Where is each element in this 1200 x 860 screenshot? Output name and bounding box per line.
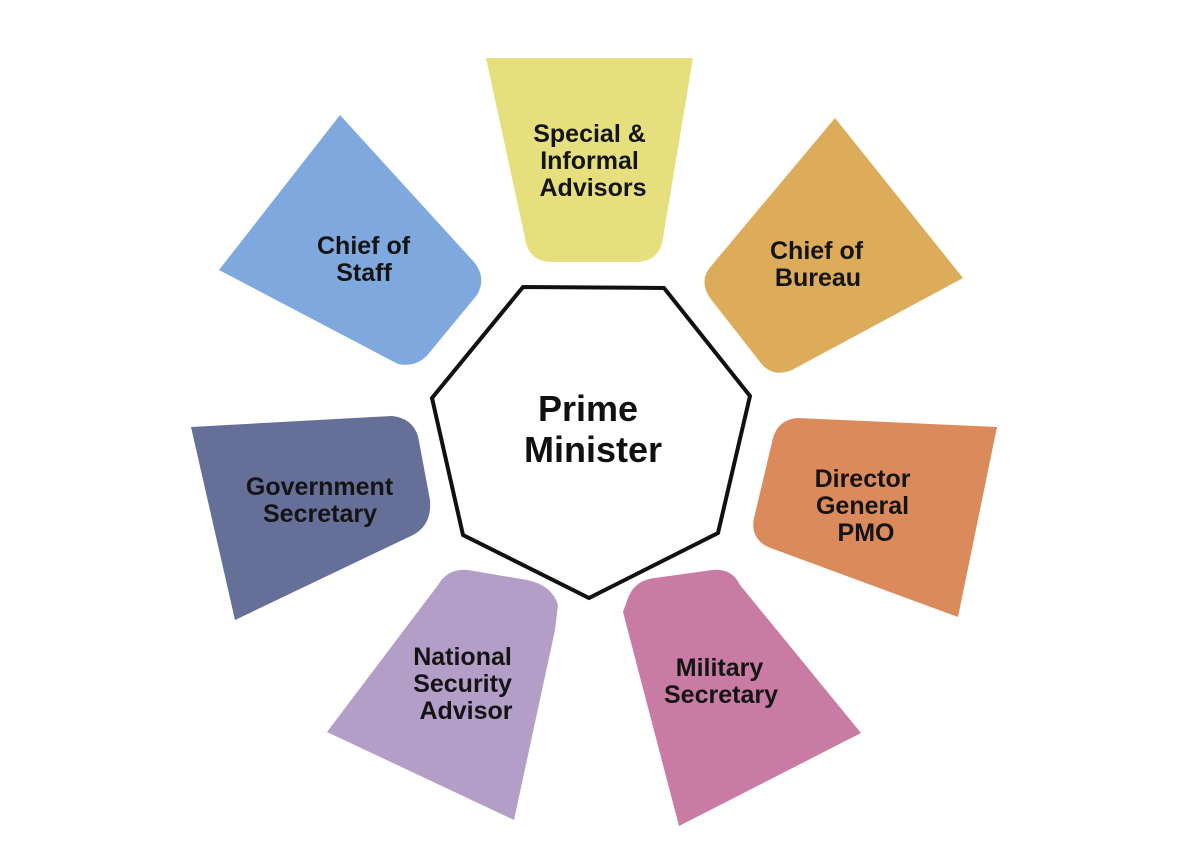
node-label-line: Government bbox=[246, 473, 394, 501]
node-shape bbox=[486, 58, 693, 262]
node-label: Chief of Bureau bbox=[770, 237, 870, 292]
node-chief-of-bureau: Chief of Bureau bbox=[704, 118, 963, 373]
node-director-general-pmo: Director General PMO bbox=[753, 418, 997, 617]
center-prime-minister: Prime Minister bbox=[429, 284, 753, 601]
node-label: Director General PMO bbox=[815, 465, 918, 547]
node-shape bbox=[623, 569, 861, 826]
node-label: Military Secretary bbox=[664, 654, 778, 709]
node-national-security-advisor: National Security Advisor bbox=[327, 569, 558, 820]
node-label: Chief of Staff bbox=[317, 232, 417, 287]
node-shape bbox=[327, 569, 558, 820]
node-label-line: General bbox=[816, 492, 909, 520]
node-military-secretary: Military Secretary bbox=[623, 569, 861, 826]
node-label-line: Bureau bbox=[775, 264, 861, 292]
node-government-secretary: Government Secretary bbox=[191, 416, 431, 620]
node-label-line: Secretary bbox=[664, 681, 778, 709]
node-shape bbox=[219, 115, 482, 365]
node-shape bbox=[753, 418, 997, 617]
node-label-line: National bbox=[413, 643, 512, 671]
center-label-line: Prime bbox=[538, 388, 638, 429]
node-label-line: Advisor bbox=[419, 697, 512, 725]
node-label-line: Informal bbox=[540, 147, 639, 175]
node-label-line: Chief of bbox=[770, 237, 864, 265]
node-label-line: Advisors bbox=[540, 174, 647, 202]
node-label-line: Chief of bbox=[317, 232, 411, 260]
node-shape bbox=[191, 416, 431, 620]
node-label-line: Secretary bbox=[263, 500, 377, 528]
node-label-line: Security bbox=[413, 670, 512, 698]
node-special-informal-advisors: Special & Informal Advisors bbox=[486, 58, 693, 262]
node-label: Special & Informal Advisors bbox=[533, 120, 653, 202]
center-label: Prime Minister bbox=[524, 388, 662, 470]
node-label-line: PMO bbox=[838, 519, 895, 547]
node-label-line: Special & bbox=[533, 120, 646, 148]
node-label: Government Secretary bbox=[246, 473, 400, 528]
node-chief-of-staff: Chief of Staff bbox=[219, 115, 482, 365]
node-label-line: Military bbox=[676, 654, 764, 682]
node-label-line: Staff bbox=[336, 259, 392, 287]
center-heptagon bbox=[429, 284, 753, 601]
node-shape bbox=[704, 118, 963, 373]
center-label-line: Minister bbox=[524, 429, 662, 470]
node-label: National Security Advisor bbox=[413, 643, 519, 725]
node-label-line: Director bbox=[815, 465, 911, 493]
